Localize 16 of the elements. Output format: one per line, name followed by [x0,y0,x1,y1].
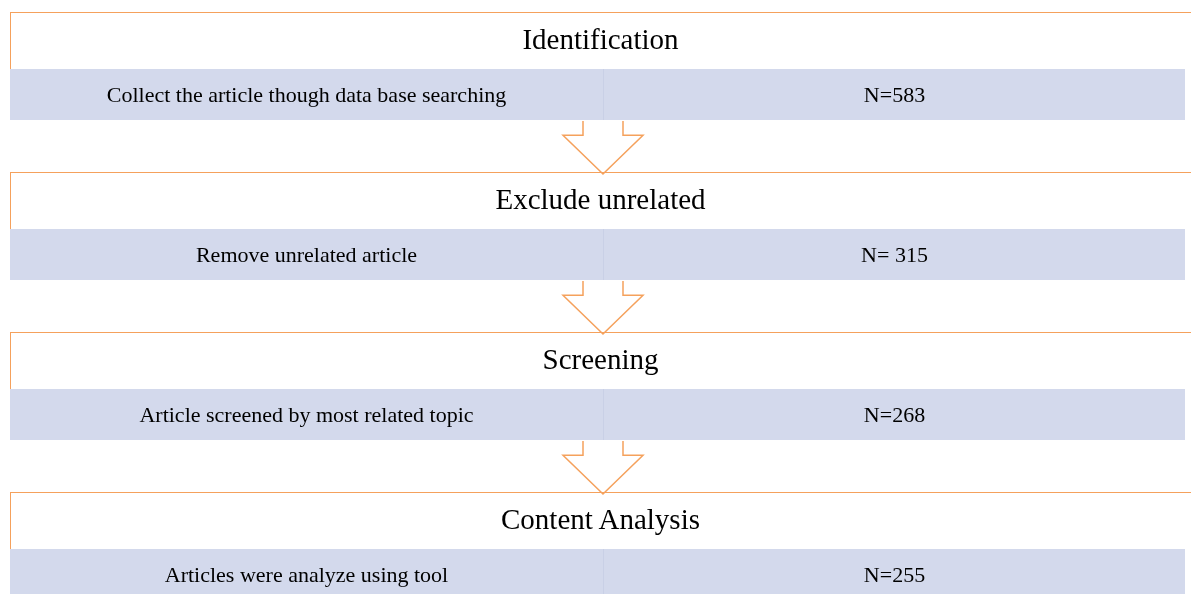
count-cell: N=255 [603,549,1185,594]
stage-panel [10,12,1191,121]
count-cell: N=583 [603,69,1185,120]
stage-panel [10,332,1191,441]
stage-title: Identification [521,23,680,56]
stage-panel [10,492,1191,594]
description-cell: Remove unrelated article [10,229,603,280]
description-cell: Articles were analyze using tool [10,549,603,594]
count-cell: N=268 [603,389,1185,440]
description-cell: Article screened by most related topic [10,389,603,440]
stage-title: Exclude unrelated [494,183,707,216]
stage-panel [10,172,1191,281]
count-cell: N= 315 [603,229,1185,280]
stage-title: Content Analysis [500,503,701,536]
stage-title: Screening [541,343,660,376]
description-cell: Collect the article though data base searching [10,69,603,120]
